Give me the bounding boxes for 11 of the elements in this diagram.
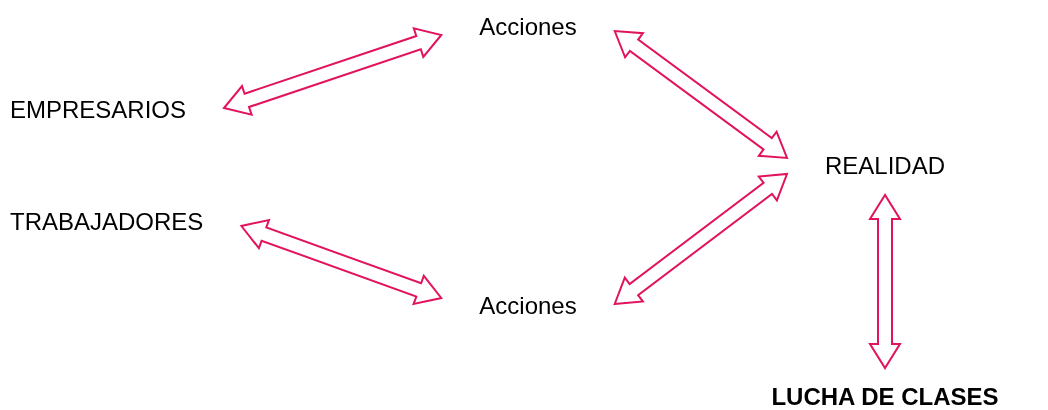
double-arrow xyxy=(868,193,902,370)
double-arrow xyxy=(222,27,444,116)
double-arrow xyxy=(239,218,444,306)
node-label: LUCHA DE CLASES xyxy=(771,382,999,410)
double-arrow xyxy=(613,29,789,160)
node-label: REALIDAD xyxy=(825,151,945,181)
node-label: Acciones xyxy=(479,12,577,42)
node-label: Acciones xyxy=(479,291,577,321)
node-label: TRABAJADORES xyxy=(10,207,204,237)
double-arrow xyxy=(613,172,789,306)
node-label: EMPRESARIOS xyxy=(10,95,187,125)
